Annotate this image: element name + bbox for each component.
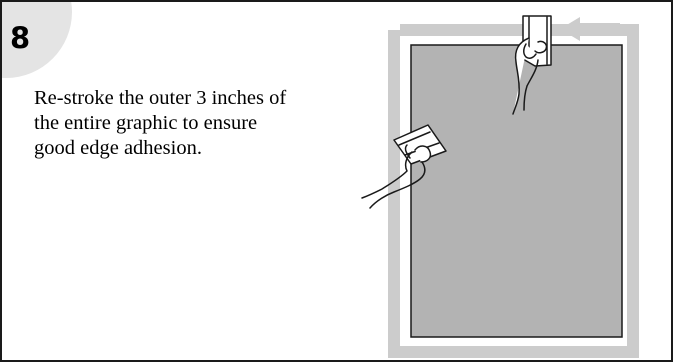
stroke-direction-arrow-icon [560,17,620,41]
graphic-panel [411,45,622,337]
